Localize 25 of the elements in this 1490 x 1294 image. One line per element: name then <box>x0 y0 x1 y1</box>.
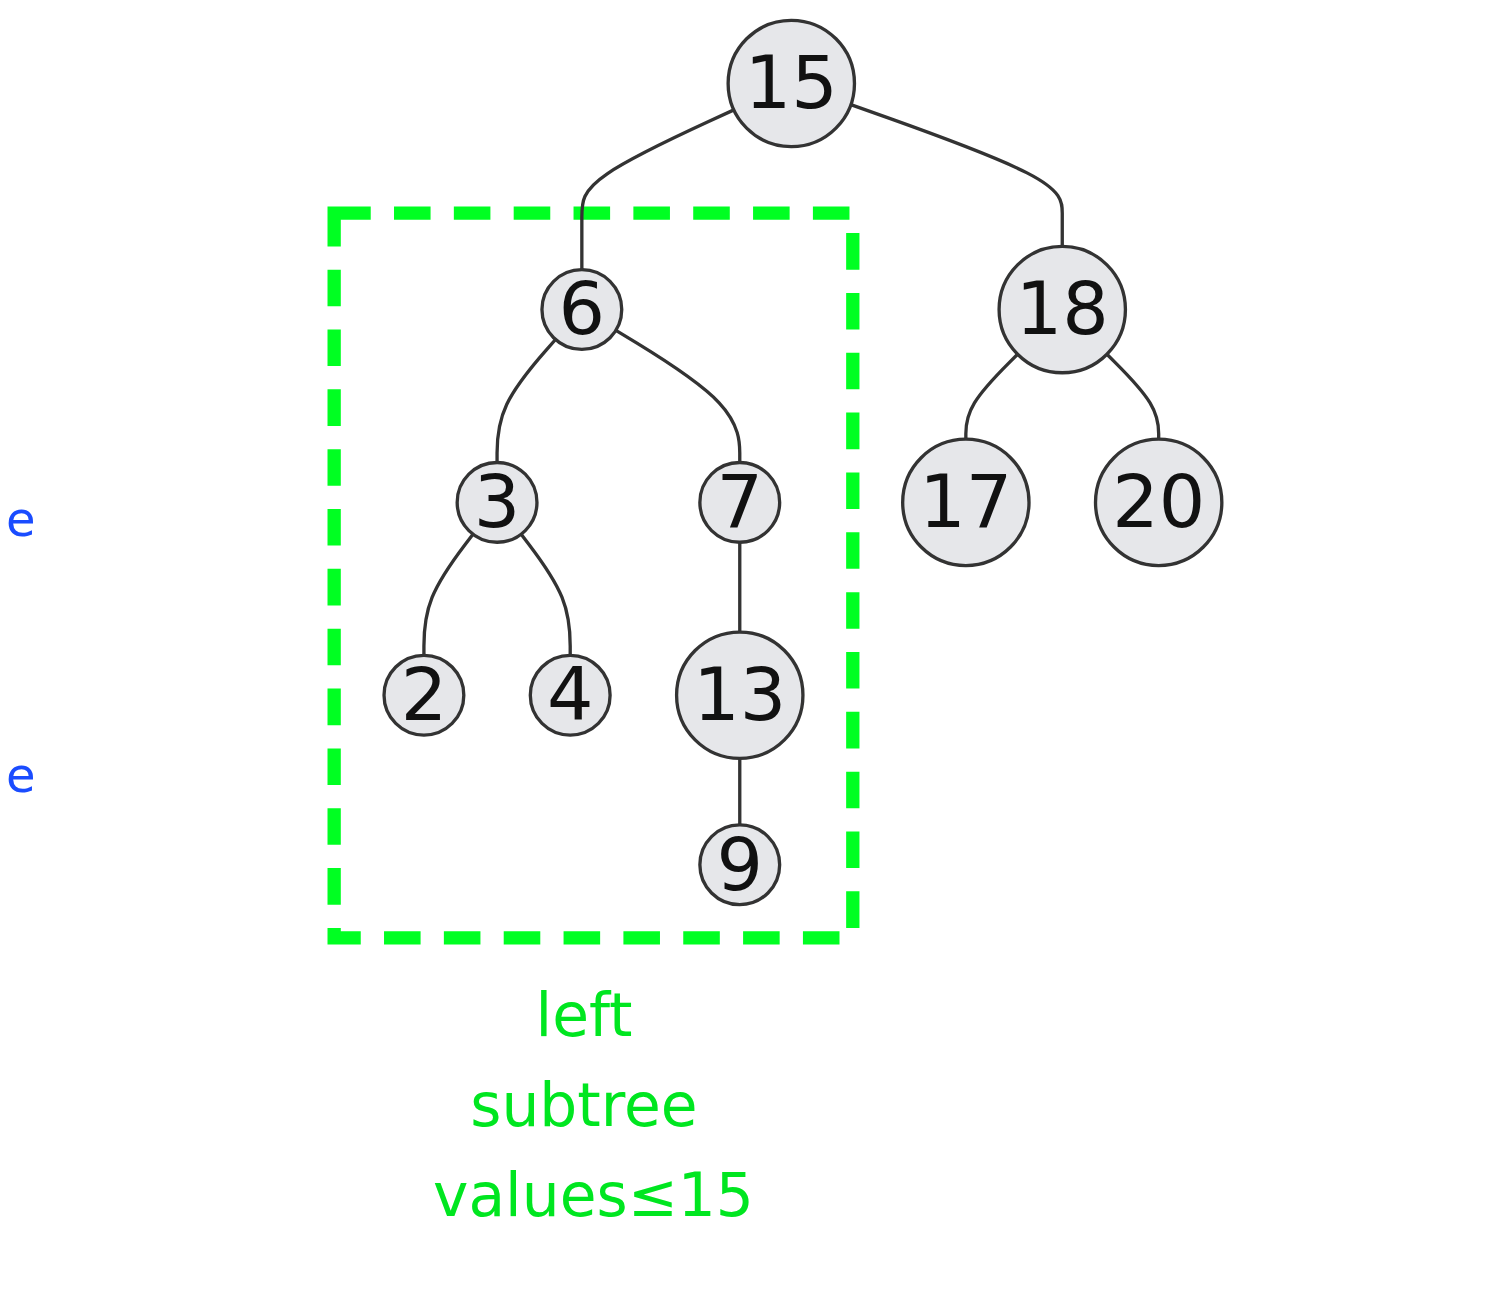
connector <box>738 758 742 825</box>
node-circle: 17 <box>901 437 1031 568</box>
node-circle: 3 <box>455 460 539 544</box>
connector <box>615 328 742 463</box>
connector <box>580 108 735 270</box>
node-circle: 7 <box>698 460 782 544</box>
node-circle: 18 <box>997 244 1128 375</box>
node-circle: 13 <box>674 630 805 761</box>
note-text: e <box>6 747 37 803</box>
connector <box>495 338 557 463</box>
cluster <box>327 206 860 945</box>
connector <box>850 103 1064 247</box>
connector <box>519 533 572 656</box>
connector <box>1105 353 1161 440</box>
node-circle: 6 <box>540 268 624 352</box>
node-circle: 15 <box>726 18 857 149</box>
node-circle: 4 <box>528 653 612 737</box>
node-circle: 9 <box>698 823 782 907</box>
note-text: e <box>6 491 37 547</box>
node-circle: 20 <box>1093 437 1224 568</box>
connector <box>964 353 1019 440</box>
connector <box>422 533 475 656</box>
node-circle: 2 <box>382 653 466 737</box>
connector <box>738 542 742 633</box>
node-label: left subtree values≤15 <box>433 981 754 1229</box>
